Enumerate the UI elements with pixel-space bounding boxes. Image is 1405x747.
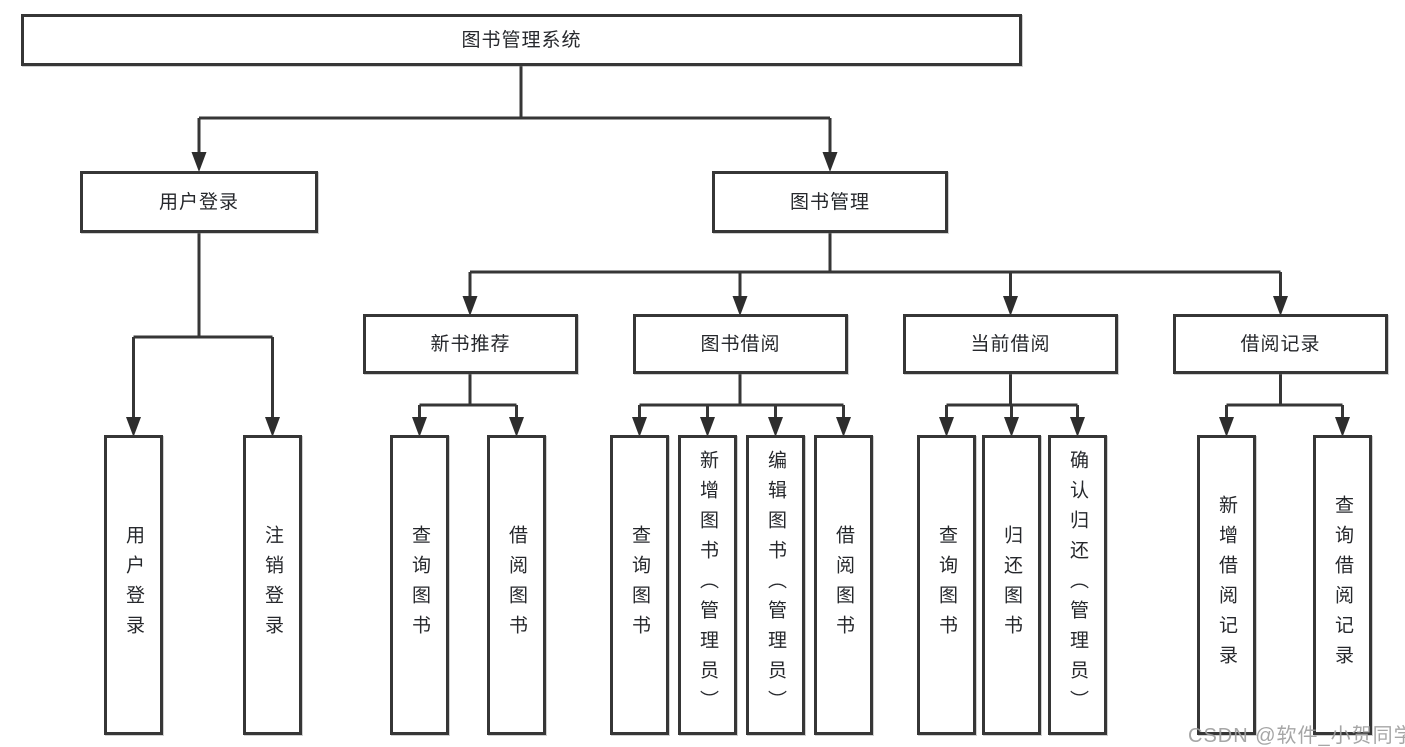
connector-mgmt-to-level3	[468, 233, 1282, 302]
leaf-confirm-return-admin: 确认归还（管理员）	[1048, 435, 1107, 735]
csdn-watermark: CSDN @软件_小贺同学	[1188, 725, 1405, 747]
leaf-label: 新增图书（管理员）	[697, 450, 718, 720]
leaf-label: 借阅图书	[833, 525, 854, 645]
node-label: 图书借阅	[700, 333, 781, 355]
leaf-query-books: 查询图书	[610, 435, 669, 735]
leaf-label: 新增借阅记录	[1216, 495, 1237, 675]
arrow-head	[700, 417, 715, 437]
arrow-head	[265, 417, 280, 437]
arrow-head	[939, 417, 954, 437]
node-current-borrow: 当前借阅	[903, 314, 1118, 374]
leaf-add-books-admin: 新增图书（管理员）	[678, 435, 737, 735]
leaf-borrow-books: 借阅图书	[487, 435, 546, 735]
leaf-query-books: 查询图书	[917, 435, 976, 735]
connector-root-to-level2	[197, 66, 832, 158]
leaf-label: 编辑图书（管理员）	[765, 450, 786, 720]
node-label: 当前借阅	[970, 333, 1051, 355]
connector-borrow-to-leaves	[638, 374, 845, 425]
leaf-label: 借阅图书	[506, 525, 527, 645]
leaf-label: 查询图书	[409, 525, 430, 645]
arrow-head	[632, 417, 647, 437]
node-book-management: 图书管理	[712, 171, 948, 233]
leaf-query-books: 查询图书	[390, 435, 449, 735]
leaf-logout: 注销登录	[243, 435, 302, 735]
arrow-head	[1070, 417, 1085, 437]
arrow-head	[768, 417, 783, 437]
leaf-label: 查询借阅记录	[1332, 495, 1353, 675]
arrow-head	[412, 417, 427, 437]
leaf-label: 注销登录	[262, 525, 283, 645]
arrow-head	[462, 296, 478, 316]
leaf-label: 确认归还（管理员）	[1067, 450, 1088, 720]
leaf-user-login: 用户登录	[104, 435, 163, 735]
leaf-return-books: 归还图书	[982, 435, 1041, 735]
arrow-head	[822, 152, 838, 172]
connector-login-to-leaves	[132, 233, 274, 425]
node-label: 借阅记录	[1240, 333, 1321, 355]
leaf-label: 查询图书	[629, 525, 650, 645]
connector-records-to-leaves	[1225, 374, 1344, 425]
node-borrow-records: 借阅记录	[1173, 314, 1388, 374]
node-label: 图书管理系统	[461, 29, 582, 51]
connector-newbook-to-leaves	[418, 374, 518, 425]
arrow-head	[1219, 417, 1234, 437]
connector-current-to-leaves	[945, 374, 1079, 425]
node-library-system: 图书管理系统	[21, 14, 1022, 66]
arrow-head	[1003, 296, 1018, 316]
arrow-head	[1004, 417, 1019, 437]
leaf-label: 查询图书	[936, 525, 957, 645]
node-book-borrow: 图书借阅	[633, 314, 848, 374]
node-new-book-recommend: 新书推荐	[363, 314, 578, 374]
node-user-login: 用户登录	[80, 171, 318, 233]
arrow-head	[1273, 296, 1288, 316]
arrow-head	[1335, 417, 1350, 437]
leaf-add-borrow-record: 新增借阅记录	[1197, 435, 1256, 735]
arrow-head	[126, 417, 141, 437]
node-label: 新书推荐	[430, 333, 511, 355]
leaf-label: 归还图书	[1001, 525, 1022, 645]
arrow-head	[732, 296, 748, 316]
arrow-head	[191, 152, 207, 172]
node-label: 图书管理	[789, 191, 870, 213]
leaf-label: 用户登录	[123, 525, 144, 645]
leaf-query-borrow-record: 查询借阅记录	[1313, 435, 1372, 735]
arrow-head	[509, 417, 524, 437]
node-label: 用户登录	[158, 191, 239, 213]
leaf-borrow-books: 借阅图书	[814, 435, 873, 735]
arrow-head	[836, 417, 851, 437]
leaf-edit-books-admin: 编辑图书（管理员）	[746, 435, 805, 735]
